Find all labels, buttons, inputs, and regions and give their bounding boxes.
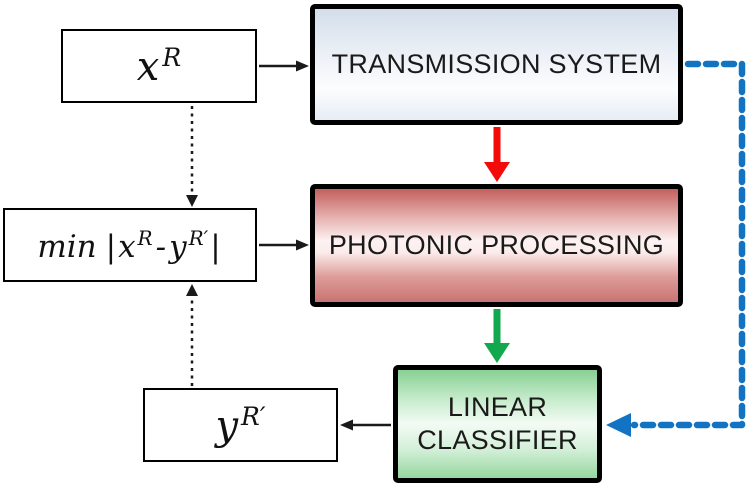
min-minus: -: [155, 228, 167, 265]
transmission-system-label: TRANSMISSION SYSTEM: [331, 49, 662, 79]
y-output-superscript: R′: [241, 401, 266, 431]
node-photonic-processing: PHOTONIC PROCESSING: [310, 184, 683, 307]
linear-classifier-label: LINEAR CLASSIFIER: [417, 392, 578, 455]
x-input-base: x: [136, 43, 160, 90]
min-fn: min: [37, 228, 97, 265]
arrow-photonic-to-classifier: [484, 309, 510, 363]
min-open-bar: |: [105, 228, 117, 265]
arrow-classifier-to-y: [340, 419, 391, 431]
y-output-base: y: [215, 402, 239, 449]
min-x-base: x: [118, 228, 136, 265]
arrow-y-to-min-dotted: [186, 284, 198, 386]
min-y-superscript: R′: [188, 225, 209, 250]
min-close-bar: |: [210, 228, 221, 265]
arrow-x-to-transmission: [259, 60, 309, 72]
node-linear-classifier: LINEAR CLASSIFIER: [393, 365, 602, 483]
min-x-superscript: R: [137, 225, 153, 250]
arrow-x-to-min-dotted: [186, 106, 198, 207]
node-transmission-system: TRANSMISSION SYSTEM: [310, 4, 683, 125]
min-y-base: y: [169, 228, 187, 265]
arrow-min-to-photonic: [259, 239, 309, 251]
x-input-superscript: R: [162, 42, 182, 72]
photonic-processing-label: PHOTONIC PROCESSING: [328, 230, 665, 260]
arrow-transmission-to-photonic: [484, 127, 510, 182]
